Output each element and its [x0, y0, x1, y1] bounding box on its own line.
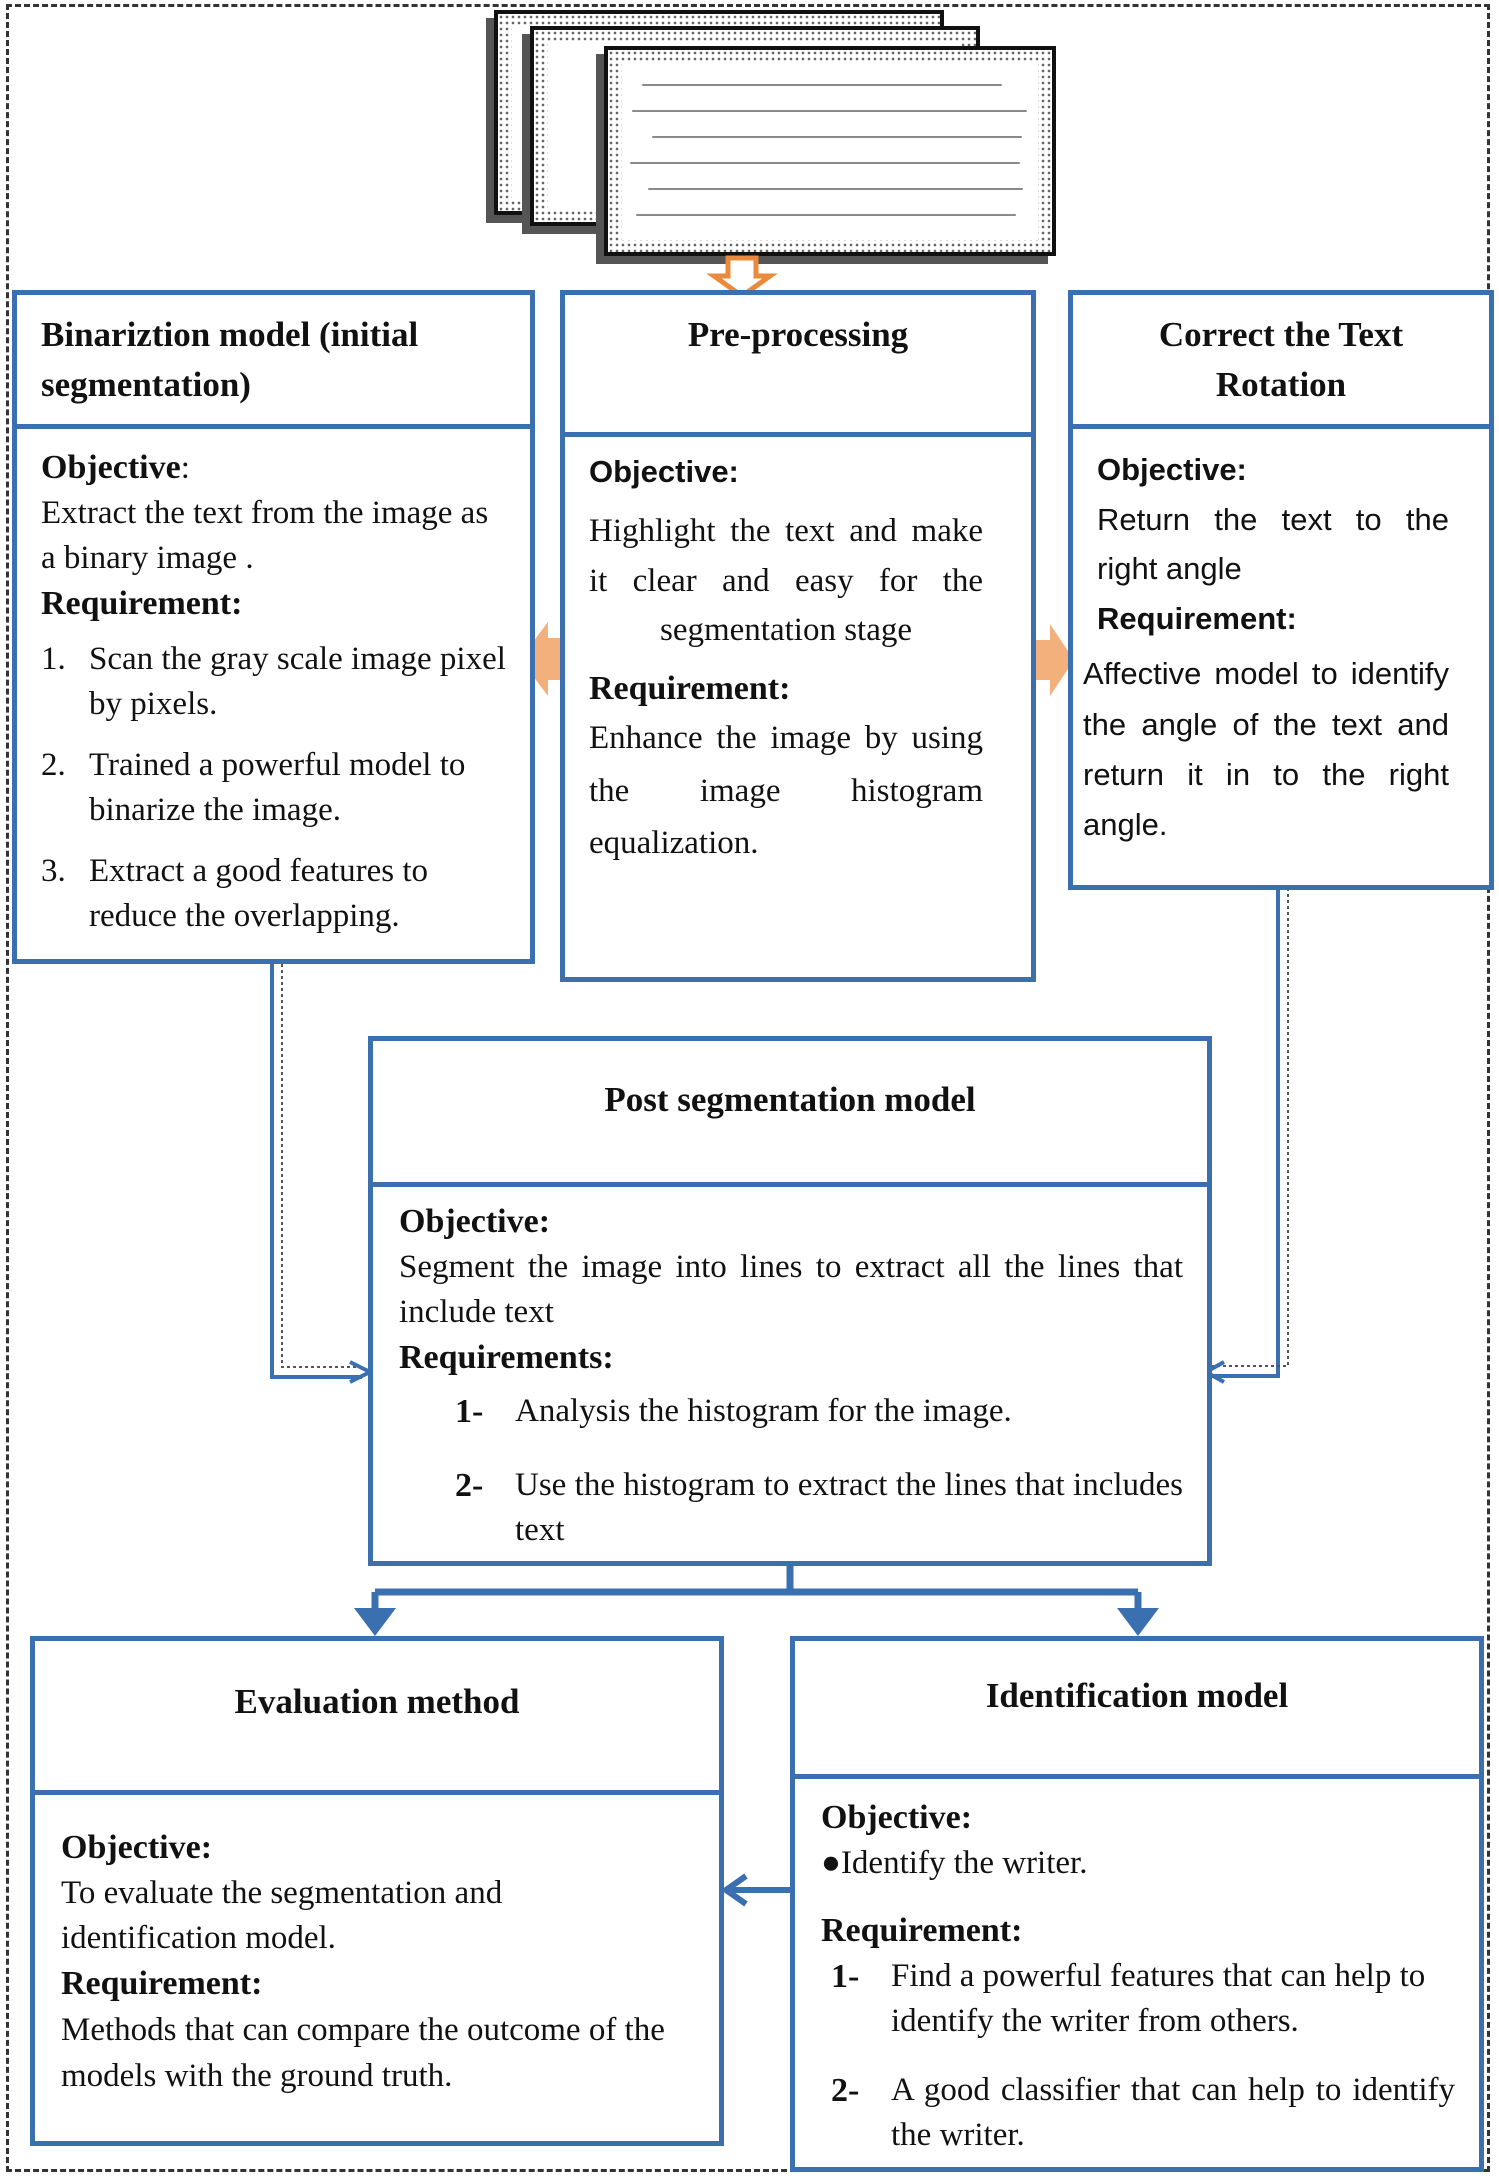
requirement-label: Requirement: — [589, 669, 791, 707]
evaluation-title: Evaluation method — [35, 1641, 719, 1795]
requirement-label: Requirement: — [821, 1912, 1023, 1950]
rotation-content: Objective: Return the text to the right … — [1073, 429, 1489, 885]
down-arrow-to-preprocessing — [706, 255, 778, 300]
binarization-title: Binariztion model (initial segmentation) — [17, 295, 530, 429]
objective-label: Objective: — [1097, 452, 1247, 487]
list-item: 3. Extract a good features to reduce the… — [41, 852, 429, 934]
objective-text: ●Identify the writer. — [821, 1845, 1088, 1882]
objective-text: Highlight the text and make it clear and… — [589, 513, 983, 649]
binarization-model-box: Binariztion model (initial segmentation)… — [12, 290, 535, 964]
identification-title: Identification model — [795, 1641, 1479, 1779]
list-item: 2- Use the histogram to extract the line… — [455, 1467, 1183, 1549]
requirement-label: Requirement: — [1097, 600, 1297, 636]
evaluation-method-box: Evaluation method Objective: To evaluate… — [30, 1636, 724, 2146]
arrowhead-to-evaluation — [354, 1608, 396, 1636]
preprocessing-box: Pre-processing Objective: Highlight the … — [560, 290, 1036, 982]
objective-text: Segment the image into lines to extract … — [399, 1249, 1183, 1331]
handwriting-area — [622, 62, 1038, 240]
requirement-text: Enhance the image by using the image his… — [589, 719, 983, 862]
objective-label: Objective: — [821, 1799, 973, 1836]
requirement-label: Requirement: — [61, 1964, 263, 2002]
binarization-content: Objective: Extract the text from the ima… — [17, 429, 530, 959]
text-rotation-box: Correct the Text Rotation Objective: Ret… — [1068, 290, 1494, 890]
list-item: 1. Scan the gray scale image pixel by pi… — [41, 641, 506, 723]
objective-label: Objective: — [61, 1829, 213, 1866]
list-item: 1- Find a powerful features that can hel… — [831, 1958, 1426, 2040]
post-segmentation-title: Post segmentation model — [373, 1041, 1207, 1187]
preprocessing-content: Objective: Highlight the text and make i… — [565, 437, 1031, 977]
outer-dashed-frame — [6, 4, 1490, 2172]
document-page-front — [604, 46, 1056, 256]
identification-to-evaluation-arrow — [720, 1873, 792, 1907]
post-segmentation-box: Post segmentation model Objective: Segme… — [368, 1036, 1212, 1566]
objective-label: Objective: — [589, 454, 739, 489]
rotation-title: Correct the Text Rotation — [1073, 295, 1489, 429]
requirement-text: Affective model to identify the angle of… — [1083, 656, 1449, 843]
requirement-text: Methods that can compare the outcome of … — [61, 2012, 665, 2095]
arrowhead-to-identification — [1117, 1608, 1159, 1636]
evaluation-content: Objective: To evaluate the segmentation … — [35, 1795, 719, 2141]
list-item: 2- A good classifier that can help to id… — [831, 2072, 1455, 2153]
post-to-outputs-arrows — [371, 1566, 1142, 1618]
preprocessing-title: Pre-processing — [565, 295, 1031, 437]
post-segmentation-content: Objective: Segment the image into lines … — [373, 1187, 1207, 1561]
list-item: 2. Trained a powerful model to binarize … — [41, 746, 466, 828]
objective-label: Objective: — [399, 1203, 551, 1240]
identification-model-box: Identification model Objective: ●Identif… — [790, 1636, 1484, 2172]
requirement-label: Requirements: — [399, 1338, 614, 1376]
bullet-icon: ● — [821, 1845, 841, 1882]
objective-text: Return the text to the right angle — [1097, 501, 1449, 587]
identification-content: Objective: ●Identify the writer. Require… — [795, 1779, 1479, 2167]
objective-label: Objective — [41, 449, 181, 486]
list-item: 1- Analysis the histogram for the image. — [455, 1393, 1012, 1431]
objective-text: To evaluate the segmentation and identif… — [61, 1875, 503, 1957]
rotation-to-post-arrow — [1201, 888, 1289, 1384]
objective-text: Extract the text from the image as a bin… — [41, 495, 489, 577]
right-arrow-to-rotation — [1024, 624, 1074, 696]
binarization-to-post-arrow — [270, 964, 375, 1384]
requirement-label: Requirement: — [41, 584, 243, 622]
